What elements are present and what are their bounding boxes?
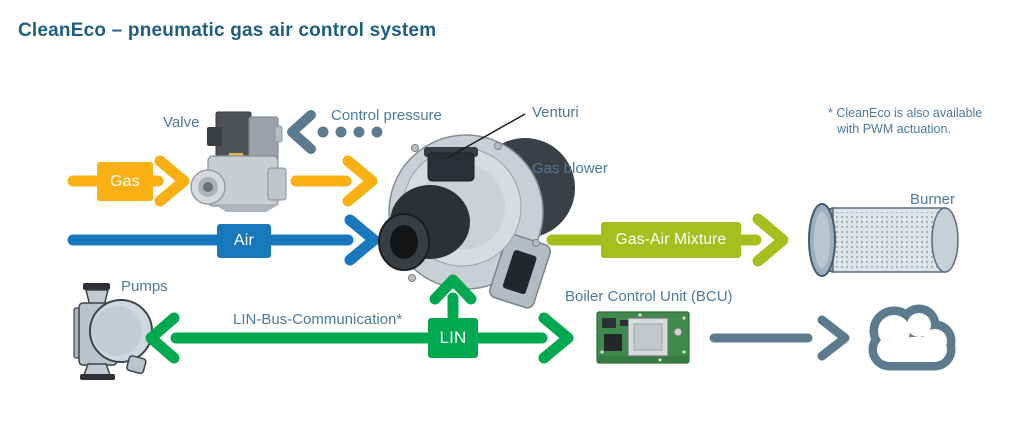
air-flow-box: Air	[217, 224, 271, 258]
lin-bus-label: LIN-Bus-Communication*	[233, 311, 403, 328]
page-title: CleanEco – pneumatic gas air control sys…	[18, 20, 437, 41]
pwm-footnote-line1: * CleanEco is also available	[828, 106, 983, 120]
lin-flow-box: LIN	[428, 318, 478, 358]
valve-label: Valve	[163, 114, 200, 131]
pump-illustration	[73, 283, 153, 380]
pumps-label: Pumps	[121, 278, 168, 295]
gas-air-mixture-flow-box: Gas-Air Mixture	[601, 222, 741, 258]
gas-blower-label: Gas blower	[532, 160, 608, 177]
lin-arrow-right	[470, 312, 574, 364]
air-arrow	[67, 214, 380, 266]
bcu-illustration	[596, 311, 690, 364]
cloud-arrow	[709, 315, 850, 361]
burner-illustration	[808, 203, 959, 277]
cloud-icon	[868, 304, 956, 371]
control-pressure-arrow	[287, 110, 383, 154]
pwm-footnote-line2: with PWM actuation.	[837, 122, 951, 136]
bcu-label: Boiler Control Unit (BCU)	[565, 288, 733, 305]
burner-label: Burner	[910, 191, 956, 208]
venturi-label: Venturi	[532, 104, 579, 121]
gas-arrow-right	[290, 155, 378, 207]
lin-arrow-up	[429, 274, 477, 322]
venturi-leader-line	[446, 113, 526, 159]
blower-illustration	[378, 134, 575, 309]
pwm-footnote: * CleanEco is also available with PWM ac…	[828, 105, 982, 137]
valve-illustration	[190, 111, 287, 212]
control-pressure-label: Control pressure	[331, 107, 442, 124]
lin-arrow-left	[145, 312, 436, 364]
gas-flow-box: Gas	[97, 162, 153, 201]
